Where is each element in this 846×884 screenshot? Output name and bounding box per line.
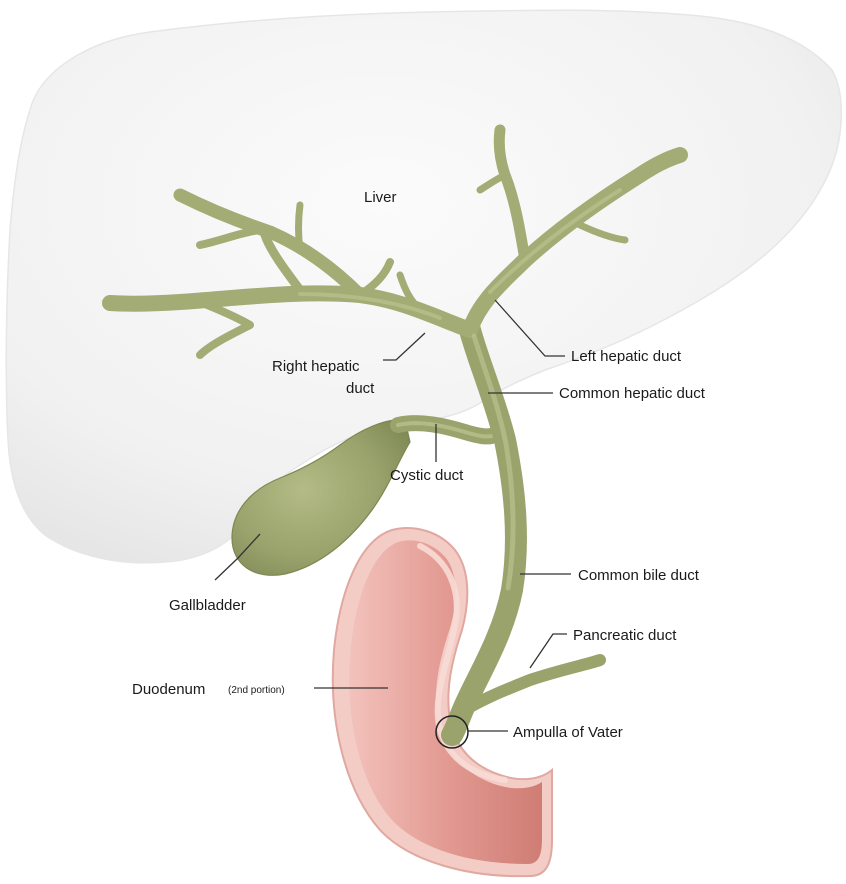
label-liver: Liver <box>364 189 397 206</box>
label-right-hepatic-duct-1: Right hepatic <box>272 358 360 375</box>
label-gallbladder: Gallbladder <box>169 597 246 614</box>
label-duodenum: Duodenum <box>132 681 205 698</box>
label-duodenum-note: (2nd portion) <box>228 685 285 696</box>
label-ampulla-of-vater: Ampulla of Vater <box>513 724 623 741</box>
label-common-bile-duct: Common bile duct <box>578 567 700 584</box>
label-cystic-duct: Cystic duct <box>390 467 464 484</box>
label-pancreatic-duct: Pancreatic duct <box>573 627 677 644</box>
leader-pancreatic <box>530 634 567 668</box>
label-left-hepatic-duct: Left hepatic duct <box>571 348 682 365</box>
label-common-hepatic-duct: Common hepatic duct <box>559 385 706 402</box>
label-right-hepatic-duct-2: duct <box>346 380 375 397</box>
